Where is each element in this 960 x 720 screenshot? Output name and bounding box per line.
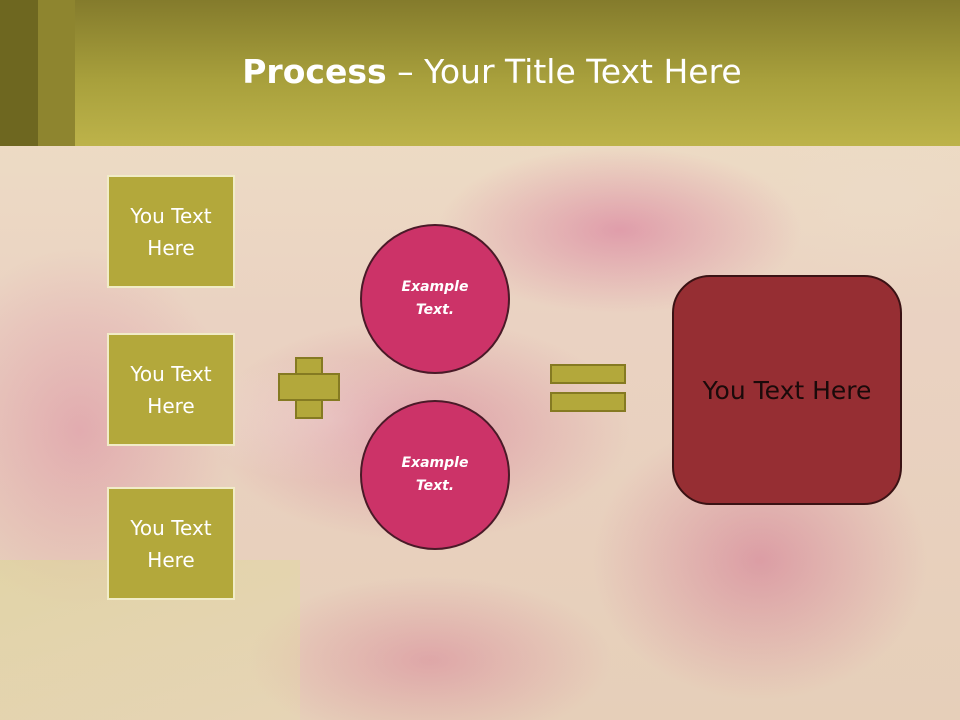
header-stripe-dark xyxy=(0,0,38,146)
left-text-box-3[interactable]: You Text Here xyxy=(107,487,235,600)
result-label: You Text Here xyxy=(702,375,872,405)
box-2-line-1: You Text xyxy=(130,361,212,386)
box-2-line-2: Here xyxy=(147,393,195,418)
title-rest: – Your Title Text Here xyxy=(386,52,742,91)
circle-2-line-1: Example xyxy=(401,455,469,471)
title-bar: Process – Your Title Text Here xyxy=(0,0,960,146)
box-1-line-2: Here xyxy=(147,235,195,260)
title-bold: Process xyxy=(242,52,387,91)
slide-title[interactable]: Process – Your Title Text Here xyxy=(0,52,960,91)
left-text-box-2[interactable]: You Text Here xyxy=(107,333,235,446)
box-3-line-1: You Text xyxy=(130,515,212,540)
circle-2-line-2: Text. xyxy=(415,478,455,494)
header-stripe-medium xyxy=(38,0,75,146)
result-text-box[interactable]: You Text Here xyxy=(672,275,902,505)
equals-icon-bottom-bar xyxy=(550,392,626,412)
example-circle-2[interactable]: Example Text. xyxy=(360,400,510,550)
plus-icon-center xyxy=(297,375,321,399)
left-text-box-1[interactable]: You Text Here xyxy=(107,175,235,288)
box-3-line-2: Here xyxy=(147,547,195,572)
example-circle-1[interactable]: Example Text. xyxy=(360,224,510,374)
circle-1-line-2: Text. xyxy=(415,302,455,318)
equals-icon-top-bar xyxy=(550,364,626,384)
circle-1-line-1: Example xyxy=(401,279,469,295)
box-1-line-1: You Text xyxy=(130,203,212,228)
